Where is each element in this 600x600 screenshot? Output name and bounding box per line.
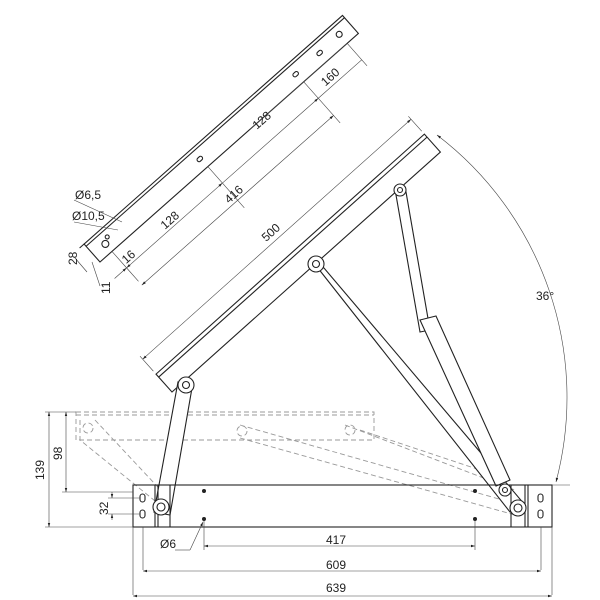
dim-spacing-total: 416 — [222, 182, 247, 206]
label-hole-large: Ø10,5 — [72, 209, 105, 223]
hole-small — [104, 234, 110, 240]
dim-height-closed: 98 — [51, 446, 65, 460]
lid-frame: 500 — [139, 116, 442, 393]
detail-bar: 16 128 128 416 160 — [79, 14, 368, 286]
dim-hole-spacing: 417 — [326, 533, 346, 547]
dim-spacing-1: 128 — [158, 208, 183, 232]
dim-height-total: 139 — [33, 460, 47, 480]
dim-angle: 36° — [536, 289, 554, 303]
dim-first-hole: 16 — [119, 247, 139, 267]
label-hole-small: Ø6,5 — [75, 188, 101, 202]
dim-slot-spacing: 32 — [97, 501, 111, 515]
dim-width: 28 — [66, 251, 80, 265]
dim-lid-length: 500 — [259, 220, 284, 244]
label-base-hole: Ø6 — [160, 537, 176, 551]
base-plate — [132, 483, 553, 528]
dim-edge-offset: 11 — [99, 281, 113, 294]
dim-slot-distance: 609 — [326, 558, 346, 572]
dim-length: 639 — [326, 581, 346, 595]
base-dimensions: 139 98 32 417 609 639 Ø6 — [33, 411, 553, 598]
hole-large — [101, 239, 110, 248]
dim-spacing-end: 160 — [318, 65, 343, 89]
gas-spring-rod — [395, 191, 431, 333]
front-arm — [153, 381, 193, 516]
angle-dimension: 36° — [436, 134, 570, 486]
